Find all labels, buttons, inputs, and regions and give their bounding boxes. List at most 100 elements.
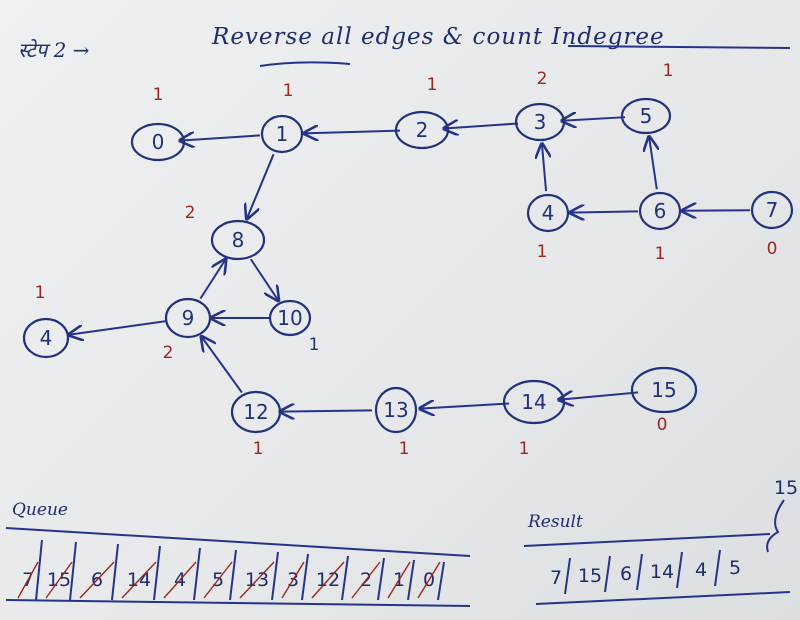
indegree-1: 1 <box>283 81 294 101</box>
queue-strike <box>45 561 73 599</box>
queue-divider <box>341 555 349 601</box>
node-2: 2 <box>394 110 450 150</box>
queue-strike <box>311 561 345 599</box>
node-13: 13 <box>374 386 418 434</box>
result-item: 5 <box>729 557 741 579</box>
queue-divider <box>437 561 445 601</box>
result-divider <box>604 555 611 593</box>
queue-strike <box>239 561 275 599</box>
indegree-15: 0 <box>657 415 668 435</box>
indegree-5: 1 <box>663 61 674 81</box>
indegree-0: 1 <box>153 85 164 105</box>
indegree-4: 1 <box>537 242 548 262</box>
indegree-6: 1 <box>655 244 666 264</box>
queue-divider <box>407 559 415 601</box>
result-divider <box>676 551 683 589</box>
node-7: 7 <box>750 190 794 230</box>
title-underline-2 <box>567 45 791 49</box>
queue-cells: 7156144513312210 <box>17 539 445 601</box>
queue-strike <box>417 561 441 599</box>
queue-divider <box>35 539 43 601</box>
indegree-12: 1 <box>253 439 264 459</box>
node-label: 1 <box>276 122 289 146</box>
result-item: 14 <box>650 561 674 583</box>
queue-divider <box>193 547 201 601</box>
node-label: 12 <box>243 400 268 424</box>
node-circle <box>130 122 186 162</box>
edge-9-11 <box>69 320 166 335</box>
indegree-14: 1 <box>519 439 530 459</box>
queue-label: Queue <box>12 500 68 520</box>
result-label: Result <box>528 512 583 532</box>
indegree-3: 2 <box>537 69 548 89</box>
queue-strike <box>387 561 411 599</box>
indegree-9: 2 <box>163 343 174 363</box>
indegree-11: 1 <box>35 283 46 303</box>
node-label: 5 <box>640 104 653 128</box>
node-3: 3 <box>514 102 566 142</box>
result-trailing: 15 <box>774 477 798 499</box>
node-10: 10 <box>268 299 312 337</box>
queue-divider <box>69 541 77 601</box>
queue-divider <box>271 551 279 601</box>
node-15: 15 <box>630 366 698 414</box>
result-item: 15 <box>578 565 602 587</box>
edge-6-5 <box>649 137 657 190</box>
node-circle <box>630 366 698 414</box>
result-divider <box>714 549 721 587</box>
node-circle <box>514 102 566 142</box>
indegree-8: 2 <box>185 203 196 223</box>
queue-divider <box>153 545 161 601</box>
node-14: 14 <box>502 379 566 425</box>
node-label: 7 <box>766 198 779 222</box>
node-label: 3 <box>534 110 547 134</box>
edge-13-12 <box>280 410 373 411</box>
result-divider <box>636 553 643 591</box>
edge-14-13 <box>420 403 510 408</box>
queue-strip <box>5 527 471 607</box>
result-item: 6 <box>620 563 632 585</box>
indegree-13: 1 <box>399 439 410 459</box>
node-circle <box>502 379 566 425</box>
node-label: 6 <box>654 199 667 223</box>
step-label: स्टेप 2 → <box>18 38 90 62</box>
node-circle <box>638 191 682 231</box>
indegree-10: 1 <box>309 335 320 355</box>
queue-strike <box>203 561 233 599</box>
result-strip <box>523 499 791 605</box>
node-4: 4 <box>526 193 570 233</box>
edge-5-3 <box>562 117 626 121</box>
queue-strike <box>163 561 197 599</box>
result-item: 7 <box>550 567 562 589</box>
edge-15-14 <box>559 392 639 399</box>
edge-1-0 <box>180 135 261 140</box>
node-circle <box>230 390 282 434</box>
node-9: 9 <box>164 297 212 339</box>
indegree-7: 0 <box>767 239 778 259</box>
queue-strike <box>121 561 157 599</box>
edge-2-1 <box>304 131 401 134</box>
edge-4-3 <box>542 144 546 192</box>
node-8: 8 <box>210 219 266 261</box>
node-circle <box>164 297 212 339</box>
queue-divider <box>229 549 237 601</box>
node-label: 9 <box>182 306 195 330</box>
node-label: 8 <box>232 228 245 252</box>
node-circle <box>620 97 672 135</box>
node-label: 15 <box>651 378 676 402</box>
node-label: 14 <box>521 390 546 414</box>
edge-7-6 <box>682 210 751 211</box>
queue-divider <box>301 553 309 601</box>
node-1: 1 <box>260 114 304 154</box>
node-6: 6 <box>638 191 682 231</box>
queue-strike <box>281 561 305 599</box>
result-item: 4 <box>695 559 707 581</box>
node-circle <box>374 386 418 434</box>
title-underline <box>259 61 351 67</box>
result-divider <box>564 557 571 595</box>
node-12: 12 <box>230 390 282 434</box>
node-circle <box>394 110 450 150</box>
